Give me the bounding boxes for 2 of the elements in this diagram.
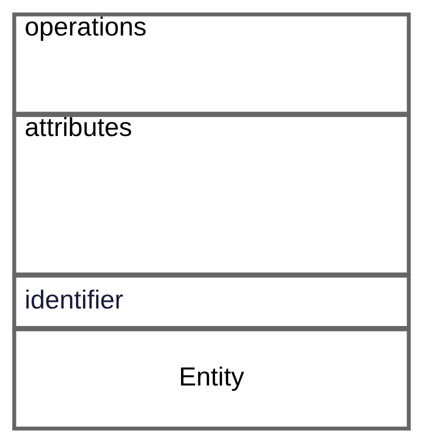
node-box: attributes	[12, 112, 410, 276]
node-box: operations	[12, 12, 410, 116]
